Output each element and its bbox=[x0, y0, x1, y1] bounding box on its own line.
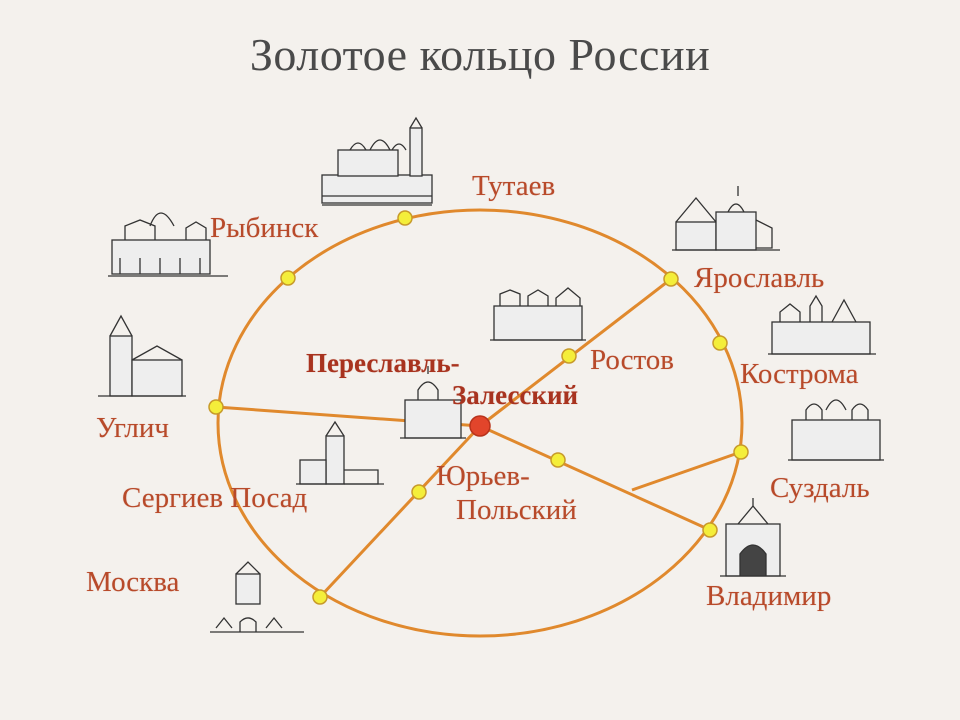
suzdal-sketch bbox=[788, 399, 884, 461]
yaroslavl-sketch bbox=[672, 186, 780, 251]
rostov-sketch bbox=[490, 287, 586, 341]
node-rybinsk bbox=[280, 270, 296, 286]
road-pereslavl-moskva bbox=[318, 424, 482, 599]
city-label-yuryev-line2: Польский bbox=[456, 494, 577, 526]
node-kostroma bbox=[712, 335, 728, 351]
uglich-sketch bbox=[98, 314, 186, 397]
ring-route bbox=[216, 208, 744, 638]
city-label-uglich: Углич bbox=[96, 412, 169, 444]
pereslavl-church-sketch bbox=[400, 366, 466, 439]
city-label-kostroma: Кострома bbox=[740, 358, 859, 390]
node-uglich bbox=[208, 399, 224, 415]
city-label-moskva: Москва bbox=[86, 566, 180, 598]
node-suzdal bbox=[733, 444, 749, 460]
map-title: Золотое кольцо России bbox=[249, 29, 711, 80]
node-rostov bbox=[561, 348, 577, 364]
moscow-kremlin-sketch bbox=[210, 561, 304, 633]
node-vladimir bbox=[702, 522, 718, 538]
rybinsk-cathedral-sketch bbox=[108, 212, 228, 277]
city-label-tutaev: Тутаев bbox=[472, 170, 556, 202]
node-pereslavl-hub bbox=[469, 415, 491, 437]
sergiev-posad-sketch bbox=[296, 420, 384, 485]
node-sergiev-posad bbox=[411, 484, 427, 500]
node-yuryev bbox=[550, 452, 566, 468]
node-yaroslavl bbox=[663, 271, 679, 287]
tutaev-cathedral-sketch bbox=[321, 116, 433, 206]
vladimir-golden-gate-sketch bbox=[720, 498, 786, 577]
node-moskva bbox=[312, 589, 328, 605]
city-label-sergiev-posad: Сергиев Посад bbox=[122, 482, 308, 514]
city-label-yuryev-line1: Юрьев- bbox=[436, 460, 530, 492]
city-label-vladimir: Владимир bbox=[706, 580, 832, 612]
city-label-suzdal: Суздаль bbox=[770, 472, 870, 504]
city-label-yaroslavl: Ярославль bbox=[694, 262, 825, 294]
city-label-rostov: Ростов bbox=[590, 344, 674, 376]
city-label-pereslavl-line1: Переславль- bbox=[306, 348, 460, 378]
kostroma-sketch bbox=[768, 294, 876, 355]
city-label-rybinsk: Рыбинск bbox=[210, 212, 319, 244]
node-tutaev bbox=[397, 210, 413, 226]
road-yuryev-suzdal bbox=[631, 450, 742, 492]
road-pereslavl-vladimir bbox=[479, 424, 711, 532]
city-label-pereslavl-line2: Залесский bbox=[452, 380, 579, 410]
